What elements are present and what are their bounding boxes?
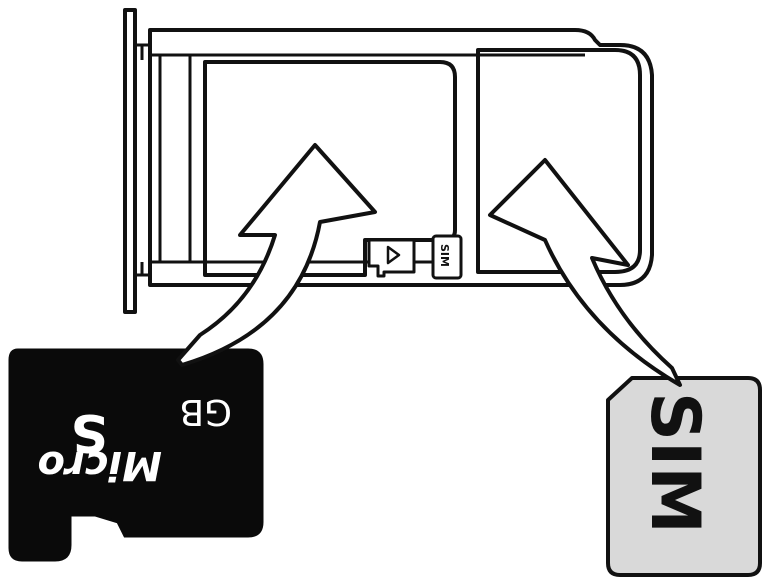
tray-handle — [123, 8, 137, 314]
insert-arrow-micro-sd — [176, 143, 377, 367]
sim-card-label: SIM — [635, 392, 714, 534]
micro-sd-card: GB S Micro — [8, 348, 264, 562]
tray-handle-inner — [135, 43, 152, 277]
micro-sd-icon — [367, 238, 416, 278]
tray-frame — [148, 28, 654, 287]
sim-marker-icon: SIM — [431, 234, 463, 280]
sim-slot — [476, 48, 642, 274]
curved-arrow-icon — [176, 143, 682, 387]
micro-sd-capacity: GB — [179, 391, 232, 432]
tray-markers: SIM — [367, 234, 463, 280]
tray-sim-marker-text: SIM — [438, 244, 451, 267]
insert-arrow-sim — [488, 158, 682, 387]
micro-sd-brand-s: S — [71, 402, 108, 462]
sim-card: SIM — [606, 376, 762, 577]
micro-sd-brand-micro: Micro — [38, 442, 162, 488]
